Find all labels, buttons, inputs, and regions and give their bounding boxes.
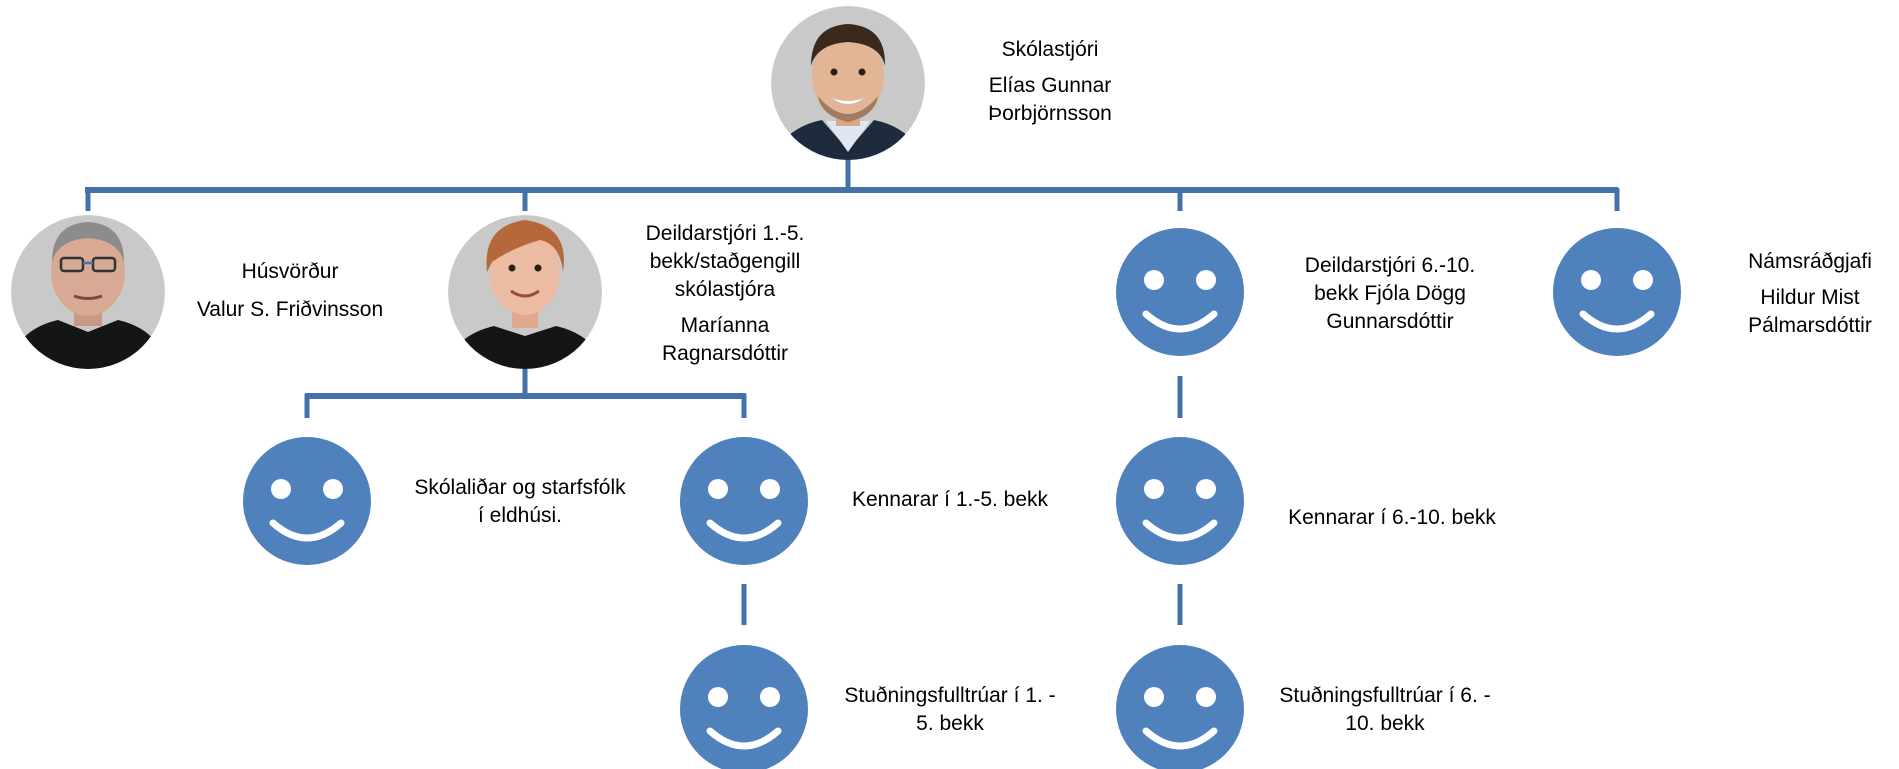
head-6-10-line: bekk Fjóla Dögg: [1314, 282, 1466, 305]
smiley-face: [243, 437, 371, 565]
support-6-10-line: 10. bekk: [1345, 712, 1425, 735]
connector-lines: [85, 160, 1620, 625]
head-6-10-label: Deildarstjóri 6.-10. bekk Fjóla Dögg Gun…: [1270, 252, 1510, 336]
smiley-face-icon: [680, 437, 808, 565]
smiley-mouth: [1142, 727, 1218, 750]
principal-label: Skólastjóri Elías Gunnar Þorbjörnsson: [950, 36, 1150, 128]
smiley-mouth: [1142, 310, 1218, 333]
caretaker-name-line: Valur S. Friðvinsson: [196, 298, 384, 321]
deputy-head-name-line: Maríanna: [680, 314, 770, 337]
counselor-label: Námsráðgjafi Hildur Mist Pálmarsdóttir: [1725, 248, 1895, 340]
caretaker-photo: [11, 215, 165, 369]
smiley-mouth: [269, 519, 345, 542]
smiley-eye: [1144, 687, 1164, 707]
head-6-10-line: Gunnarsdóttir: [1326, 310, 1454, 333]
school-assistants-label: Skólaliðar og starfsfólk í eldhúsi.: [385, 474, 655, 530]
smiley-face-icon: [1116, 437, 1244, 565]
smiley-eye: [760, 687, 780, 707]
caretaker-label: Húsvörður Valur S. Friðvinsson: [180, 258, 400, 324]
caretaker-title: Húsvörður: [241, 260, 339, 283]
smiley-face: [1116, 437, 1244, 565]
smiley-eye: [1196, 687, 1216, 707]
smiley-face: [680, 437, 808, 565]
deputy-head-photo: [448, 215, 602, 369]
support-1-5-line: 5. bekk: [916, 712, 984, 735]
deputy-head-title-line: skólastjóra: [674, 278, 776, 301]
deputy-head-label: Deildarstjóri 1.-5. bekk/staðgengill skó…: [615, 220, 835, 368]
deputy-head-name-line: Ragnarsdóttir: [661, 342, 789, 365]
principal-name-line: Þorbjörnsson: [988, 102, 1112, 125]
deputy-head-title-line: bekk/staðgengill: [649, 250, 801, 273]
smiley-face-icon: [1553, 228, 1681, 356]
smiley-eye: [708, 479, 728, 499]
counselor-title: Námsráðgjafi: [1748, 250, 1872, 273]
smiley-mouth: [706, 519, 782, 542]
smiley-eye: [1196, 479, 1216, 499]
teachers-6-10-line: Kennarar í 6.-10. bekk: [1288, 506, 1496, 529]
smiley-eye: [1196, 270, 1216, 290]
smiley-face-icon: [243, 437, 371, 565]
principal-name-line: Elías Gunnar: [988, 74, 1112, 97]
smiley-face: [1116, 228, 1244, 356]
support-6-10-label: Stuðningsfulltrúar í 6. - 10. bekk: [1250, 682, 1520, 738]
smiley-face-icon: [680, 645, 808, 769]
counselor-name-line: Pálmarsdóttir: [1748, 314, 1872, 337]
smiley-face: [1116, 645, 1244, 769]
smiley-face: [1553, 228, 1681, 356]
principal-title: Skólastjóri: [1001, 38, 1099, 61]
counselor-name-line: Hildur Mist: [1760, 286, 1860, 309]
smiley-face-icon: [1116, 645, 1244, 769]
smiley-eye: [1144, 479, 1164, 499]
teachers-1-5-line: Kennarar í 1.-5. bekk: [851, 488, 1049, 511]
deputy-head-title-line: Deildarstjóri 1.-5.: [645, 222, 805, 245]
smiley-eye: [708, 687, 728, 707]
teachers-6-10-label: Kennarar í 6.-10. bekk: [1262, 504, 1522, 532]
support-1-5-label: Stuðningsfulltrúar í 1. - 5. bekk: [815, 682, 1085, 738]
support-6-10-line: Stuðningsfulltrúar í 6. -: [1279, 684, 1491, 707]
smiley-eye: [271, 479, 291, 499]
school-assistants-line: Skólaliðar og starfsfólk: [414, 476, 626, 499]
smiley-mouth: [1579, 310, 1655, 333]
smiley-eye: [1581, 270, 1601, 290]
support-1-5-line: Stuðningsfulltrúar í 1. -: [844, 684, 1056, 707]
smiley-eye: [1633, 270, 1653, 290]
smiley-mouth: [1142, 519, 1218, 542]
school-assistants-line: í eldhúsi.: [477, 504, 563, 527]
principal-photo: [771, 6, 925, 160]
smiley-eye: [760, 479, 780, 499]
head-6-10-line: Deildarstjóri 6.-10.: [1304, 254, 1476, 277]
smiley-eye: [323, 479, 343, 499]
smiley-face: [680, 645, 808, 769]
smiley-face-icon: [1116, 228, 1244, 356]
smiley-eye: [1144, 270, 1164, 290]
teachers-1-5-label: Kennarar í 1.-5. bekk: [825, 486, 1075, 514]
smiley-mouth: [706, 727, 782, 750]
